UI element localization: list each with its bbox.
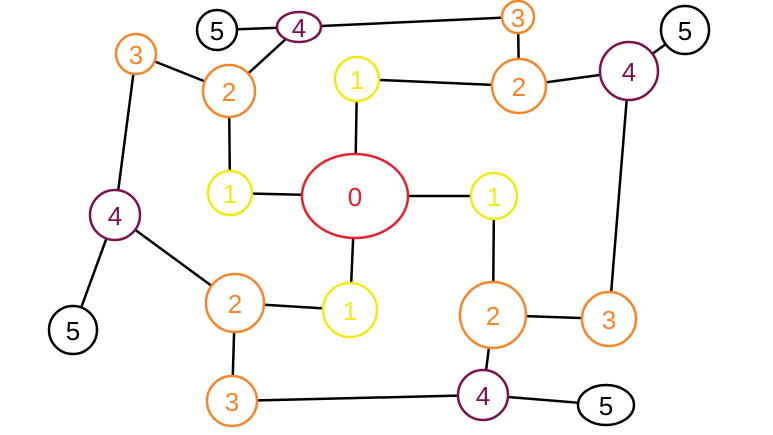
- node-far-top-left-3: 3: [114, 32, 158, 76]
- node-top-4: 4: [275, 10, 323, 44]
- node-circle-far-top-left-3: [114, 32, 158, 76]
- node-label-top-5: 5: [210, 16, 224, 46]
- edge-bottom-left-3-to-bottom-4: [230, 393, 485, 403]
- node-circle-bottom-5: [576, 383, 636, 427]
- node-label-bottom-right-2: 2: [486, 301, 500, 331]
- node-label-top-right-2: 2: [512, 72, 526, 102]
- node-label-top-right-3: 3: [511, 3, 525, 33]
- node-circle-center: [300, 152, 410, 240]
- node-label-right-4: 4: [622, 57, 636, 87]
- edge-far-top-left-3-to-left-4: [113, 52, 138, 217]
- node-circle-right-3: [580, 290, 638, 348]
- node-label-center: 0: [348, 182, 362, 212]
- node-label-right-1: 1: [487, 182, 501, 212]
- node-right-1: 1: [469, 171, 519, 221]
- node-circle-bottom-4: [456, 368, 510, 422]
- node-circle-right-1: [469, 171, 519, 221]
- node-circle-top-5: [195, 8, 239, 52]
- node-center: 0: [300, 152, 410, 240]
- edge-top-right-3-to-top-4: [297, 15, 520, 29]
- node-circle-top-1: [333, 55, 381, 103]
- node-label-far-top-left-3: 3: [129, 40, 143, 70]
- node-label-left-5: 5: [66, 316, 80, 346]
- node-label-top-1: 1: [350, 65, 364, 95]
- node-top-right-2: 2: [490, 57, 548, 115]
- node-top-right-3: 3: [500, 0, 536, 35]
- node-label-right-3: 3: [602, 305, 616, 335]
- node-label-left-4: 4: [108, 201, 122, 231]
- node-label-bottom-left-2: 2: [228, 289, 242, 319]
- node-bottom-1: 1: [321, 281, 379, 339]
- node-bottom-left-3: 3: [205, 374, 259, 428]
- node-top-1: 1: [333, 55, 381, 103]
- node-label-right-5: 5: [678, 16, 692, 46]
- graph-nodes: 0 1 1 1 1 2 2 2 2 3 3 3 3 4 4 4 4 5 5 5 5: [47, 0, 711, 428]
- node-circle-left-1: [206, 169, 254, 217]
- node-top-left-2: 2: [201, 63, 257, 119]
- node-label-top-left-2: 2: [222, 77, 236, 107]
- node-label-left-1: 1: [223, 179, 237, 209]
- node-label-bottom-4: 4: [476, 381, 490, 411]
- node-label-bottom-1: 1: [343, 296, 357, 326]
- node-label-top-4: 4: [292, 13, 306, 43]
- node-left-1: 1: [206, 169, 254, 217]
- node-bottom-right-2: 2: [458, 280, 528, 350]
- node-circle-top-left-2: [201, 63, 257, 119]
- node-circle-bottom-left-2: [204, 272, 266, 334]
- node-label-bottom-left-3: 3: [225, 387, 239, 417]
- node-circle-bottom-right-2: [458, 280, 528, 350]
- node-circle-right-5: [659, 4, 711, 56]
- edge-right-3-to-right-4: [607, 69, 631, 321]
- node-top-5: 5: [195, 8, 239, 52]
- node-left-5: 5: [47, 304, 99, 356]
- node-right-5: 5: [659, 4, 711, 56]
- node-circle-right-4: [598, 40, 660, 102]
- node-circle-top-4: [275, 10, 323, 44]
- node-right-3: 3: [580, 290, 638, 348]
- node-circle-left-5: [47, 304, 99, 356]
- node-bottom-4: 4: [456, 368, 510, 422]
- node-circle-bottom-left-3: [205, 374, 259, 428]
- node-right-4: 4: [598, 40, 660, 102]
- node-circle-top-right-2: [490, 57, 548, 115]
- node-left-4: 4: [88, 188, 142, 242]
- node-bottom-5: 5: [576, 383, 636, 427]
- node-label-bottom-5: 5: [599, 391, 613, 421]
- node-bottom-left-2: 2: [204, 272, 266, 334]
- node-circle-top-right-3: [500, 0, 536, 35]
- node-circle-bottom-1: [321, 281, 379, 339]
- node-circle-left-4: [88, 188, 142, 242]
